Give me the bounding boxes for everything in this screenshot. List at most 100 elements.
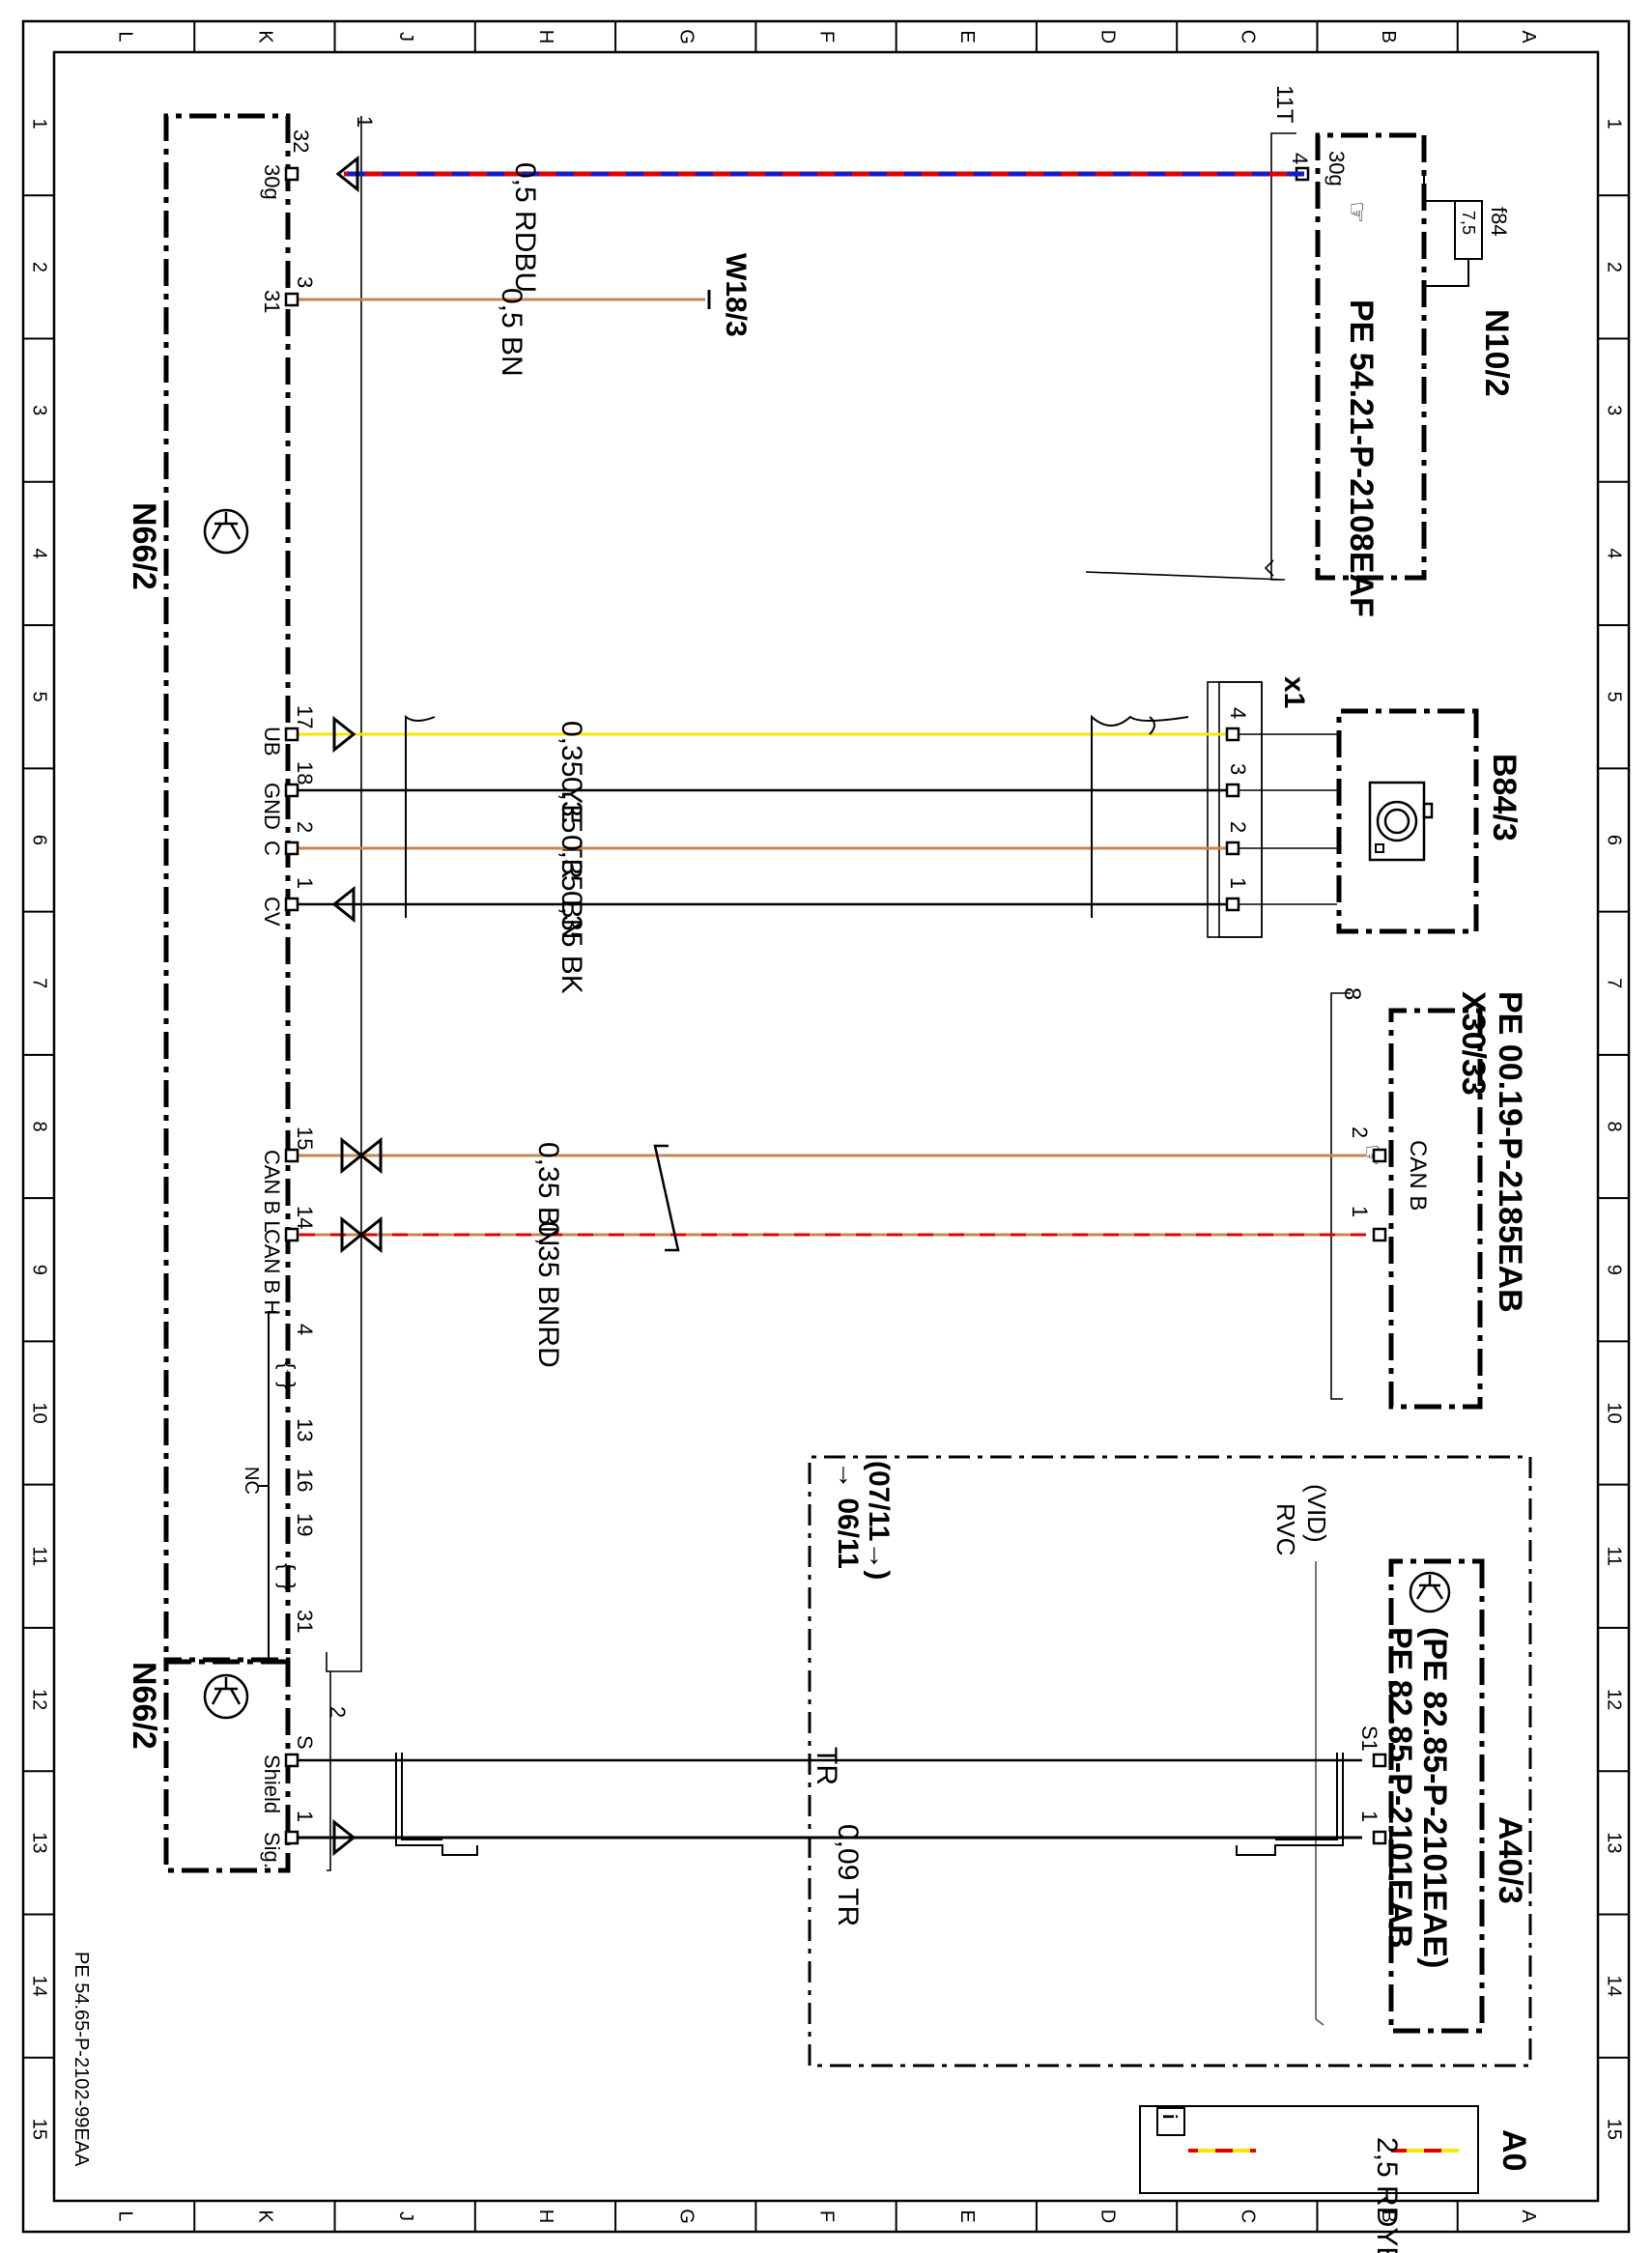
frame-row-number: 2	[29, 262, 50, 272]
n66-2-label-ub: UB	[260, 727, 284, 756]
x1-pin-1-terminal	[1225, 897, 1240, 912]
frame-row-number: 4	[1604, 548, 1625, 558]
inner-frame	[52, 50, 1600, 2203]
frame-column-letter: E	[956, 30, 978, 43]
a40-3-pin-1-terminal	[1372, 1830, 1387, 1845]
vid-label: (VID)	[1302, 1484, 1331, 1543]
n66-2-pin-14: 14	[293, 1206, 317, 1229]
wire-cv-label: 0,35 BK	[555, 891, 587, 994]
n10-2-pin-number: 4	[1288, 153, 1312, 164]
frame-row-number: 6	[1604, 835, 1625, 845]
nc-link-icon-2: {~}	[275, 1563, 299, 1590]
wire-ub-arrow	[332, 715, 356, 754]
twist-marker-right	[405, 714, 436, 918]
frame-row-number: 13	[1604, 1832, 1625, 1853]
wire-30g-arrow	[335, 155, 359, 193]
n66-2-pin-s-terminal	[284, 1753, 299, 1768]
n10-2-box	[1315, 132, 1427, 581]
frame-row-number: 6	[29, 835, 50, 845]
legend-box	[1139, 2105, 1479, 2194]
frame-row-number: 5	[1604, 692, 1625, 702]
frame-column-letter: D	[1097, 30, 1118, 43]
frame-column-letter: B	[1378, 30, 1399, 43]
n66-2-name-upper: N66/2	[126, 502, 162, 590]
a40-3-validity-1: → 06/11	[832, 1461, 864, 1569]
nc-link-icon: {~}	[275, 1362, 299, 1389]
n66-2-label-shield: Shield	[260, 1754, 284, 1813]
frame-column-letter: F	[816, 2210, 838, 2222]
legend-text-bg	[1256, 2131, 1391, 2170]
frame-row-number: 15	[1604, 2119, 1625, 2140]
frame-row-number: 13	[29, 1832, 50, 1853]
fuse-value: 7,5	[1459, 211, 1478, 235]
n66-2-name-lower: N66/2	[126, 1662, 162, 1750]
frame-column-letter: B	[1378, 2210, 1399, 2222]
n66-2-connector-2-body	[327, 1671, 331, 1871]
n66-2-label-can-l: CAN B L	[260, 1150, 284, 1233]
x1-pin-4-terminal	[1225, 727, 1240, 742]
a40-3-ref-1: PE 82.85-P-2101EAB	[1381, 1627, 1418, 1949]
a40-3-validity-2: (07/11→)	[863, 1461, 895, 1580]
transistor-icon-lower	[203, 1673, 249, 1720]
frame-column-letter: E	[956, 2210, 978, 2222]
wire-can-h-label: 0,35 BNRD	[532, 1221, 564, 1368]
frame-row-number: 8	[29, 1121, 50, 1131]
b84-3-name: B84/3	[1486, 754, 1523, 841]
x30-33-pin-2-terminal	[1372, 1148, 1387, 1163]
legend-code: A0	[1495, 2129, 1532, 2171]
frame-column-letter: G	[675, 29, 697, 44]
wire-31-label: 0,5 BN	[496, 288, 527, 377]
n66-2-pin-s: S	[293, 1735, 317, 1750]
wire-can-h-arrow	[340, 1215, 383, 1254]
frame-column-letter: L	[114, 2210, 135, 2221]
n66-2-pin-19: 19	[293, 1513, 317, 1536]
legend-wire-label: 2,5 RDYE	[1371, 2137, 1403, 2253]
n66-2-pin-18-terminal	[284, 783, 299, 798]
frame-column-letter: J	[395, 2211, 416, 2221]
frame-column-letter: A	[1518, 2210, 1539, 2223]
frame-row-number: 7	[1604, 978, 1625, 988]
n66-2-pin-17-terminal	[284, 727, 299, 742]
x30-33-connector-label: 8	[1339, 987, 1365, 1000]
wire-c-label: 0,35 BN	[555, 835, 587, 939]
wire-ub-label: 0,35 YE	[555, 721, 587, 823]
n66-2-pin-1: 1	[293, 877, 317, 889]
a40-3-box	[1388, 1558, 1485, 2034]
n66-2-pin-16: 16	[293, 1469, 317, 1492]
transistor-icon-a40	[1409, 1571, 1451, 1613]
n66-2-pin-1b: 1	[293, 1811, 317, 1822]
frame-row-number: 15	[29, 2119, 50, 2140]
x30-33-ref: PE 00.19-P-2185EAB	[1492, 991, 1528, 1313]
fuse-name: f84	[1487, 207, 1511, 237]
n66-2-pin-18: 18	[293, 761, 317, 784]
x1-pin-2-terminal	[1225, 841, 1240, 856]
n66-2-pin-1b-terminal	[284, 1830, 299, 1845]
n66-2-label-30g: 30g	[260, 164, 284, 200]
camera-icon	[1368, 781, 1434, 862]
n66-2-pin-13: 13	[293, 1418, 317, 1441]
doc-reference: PE 54.65-P-2102-99EAA	[71, 1952, 92, 2167]
x1-pin-3-terminal	[1225, 783, 1240, 798]
n66-2-pin-4: 4	[293, 1324, 317, 1335]
frame-row-number: 7	[29, 978, 50, 988]
wire-shield-label: TR	[811, 1747, 842, 1785]
schematic: 1 N66/2 2 N66/2 11T N10/2 PE 54.21-P-210…	[126, 85, 1532, 2253]
frame-row-number: 11	[29, 1546, 50, 1566]
wire-can-l-arrow	[340, 1136, 383, 1175]
x30-33-connector-body	[1330, 992, 1351, 1400]
rvc-label: RVC	[1271, 1503, 1300, 1555]
frame-row-number: 10	[1604, 1402, 1625, 1423]
can-b-bus-label: CAN B	[1405, 1140, 1431, 1211]
n66-2-connector-1-label: 1	[353, 116, 377, 128]
n10-2-name: N10/2	[1478, 309, 1515, 397]
n66-2-label-can-h: CAN B H	[260, 1229, 284, 1315]
transistor-icon	[203, 508, 249, 555]
frame-row-number: 12	[29, 1689, 50, 1710]
n66-2-connector-1-body	[326, 116, 362, 1672]
info-icon[interactable]	[1156, 2107, 1185, 2136]
n66-2-label-31: 31	[260, 290, 284, 313]
a40-3-connector-body	[1315, 1561, 1324, 2026]
frame-row-number: 1	[1604, 119, 1625, 129]
a40-3-pin-s1: S1	[1357, 1725, 1381, 1752]
